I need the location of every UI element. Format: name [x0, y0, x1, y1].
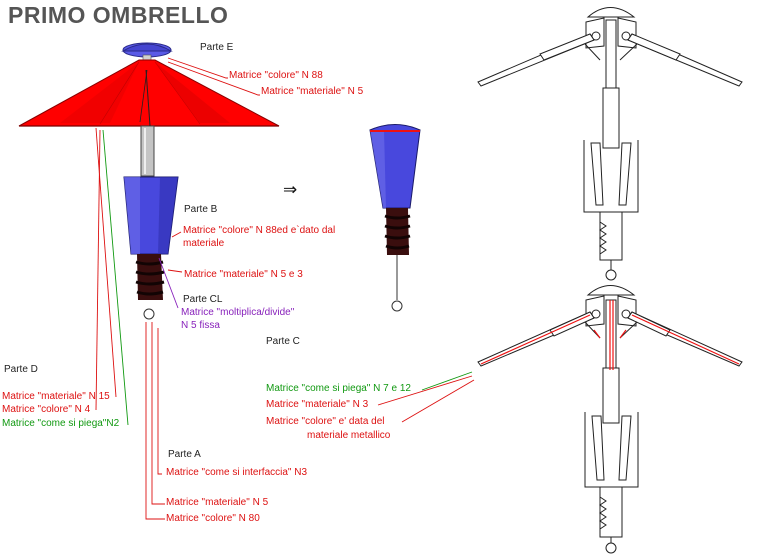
- part-e-colore: Matrice "colore" N 88: [229, 70, 323, 81]
- part-c-colore-line1: Matrice "colore" e' data del: [266, 416, 385, 427]
- part-d-materiale: Matrice "materiale" N 15: [2, 391, 110, 402]
- frame-bottom-highlights: [480, 300, 740, 370]
- part-e-label: Parte E: [200, 42, 234, 53]
- page-title: PRIMO OMBRELLO: [8, 2, 229, 28]
- part-a-materiale: Matrice "materiale" N 5: [166, 497, 269, 508]
- part-d-label: Parte D: [4, 364, 38, 375]
- handle-detail-ring: [391, 300, 403, 312]
- leader-lines: [95, 57, 475, 520]
- frame-top: [477, 7, 743, 281]
- umbrella-ring: [143, 308, 155, 320]
- handle-detail-grip: [386, 208, 409, 255]
- part-c-colore-line2: materiale metallico: [307, 430, 391, 441]
- part-b-materiale: Matrice "materiale" N 5 e 3: [184, 269, 303, 280]
- part-c-label: Parte C: [266, 336, 300, 347]
- part-c-materiale: Matrice "materiale" N 3: [266, 399, 369, 410]
- umbrella-grip: [137, 254, 163, 300]
- part-b-label: Parte B: [184, 204, 218, 215]
- umbrella-shaft: [140, 125, 155, 177]
- part-a-label: Parte A: [168, 449, 201, 460]
- part-b-colore-line2: materiale: [183, 238, 225, 249]
- part-d-colore: Matrice "colore" N 4: [2, 404, 91, 415]
- handle-detail: [369, 124, 421, 312]
- part-cl-label: Parte CL: [183, 294, 223, 305]
- umbrella-left: [18, 42, 280, 320]
- part-a-colore: Matrice "colore" N 80: [166, 513, 260, 524]
- part-d-piega: Matrice "come si piega"N2: [2, 418, 120, 429]
- part-e-materiale: Matrice "materiale" N 5: [261, 86, 364, 97]
- part-c-piega: Matrice "come si piega" N 7 e 12: [266, 383, 411, 394]
- arrow-icon: ⇒: [283, 180, 298, 200]
- part-b-colore-line1: Matrice "colore" N 88ed e`dato dal: [183, 225, 336, 236]
- part-cl-line1: Matrice "moltiplica/divide": [181, 307, 295, 318]
- part-a-interfaccia: Matrice "come si interfaccia" N3: [166, 467, 308, 478]
- part-cl-line2: N 5 fissa: [181, 320, 220, 331]
